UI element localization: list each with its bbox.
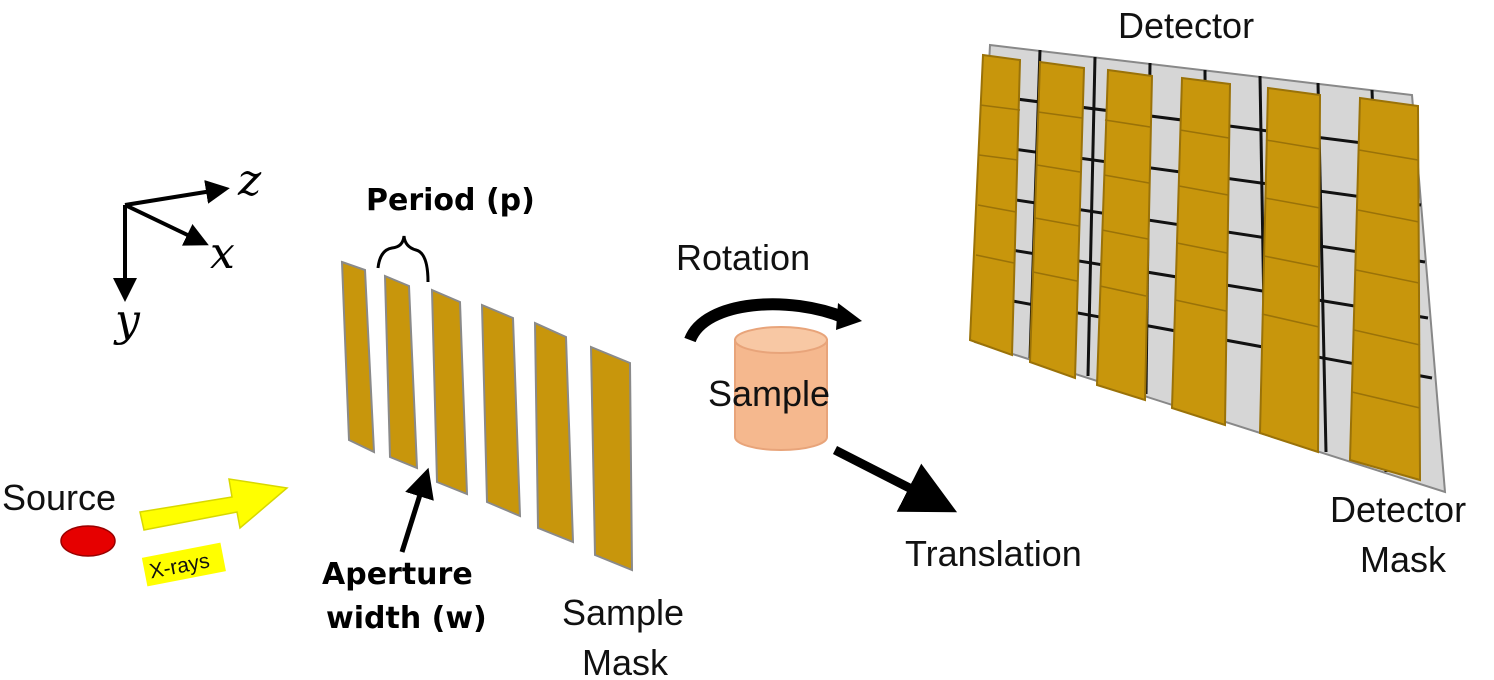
sample-mask-slat (430, 288, 469, 496)
rotation-arrowhead (836, 303, 862, 330)
sample-mask-slat (340, 260, 376, 454)
detector-mask-label-line1: Detector (1330, 489, 1466, 530)
sample-mask-label-line1: Sample (562, 592, 684, 633)
xrays-tag: X-rays (141, 542, 226, 587)
translation-arrow (832, 445, 958, 513)
period-brace (376, 235, 430, 283)
sample-mask-slat (589, 345, 634, 572)
detector (968, 43, 1447, 494)
xray-arrow (139, 478, 289, 531)
detector-mask-subdivisions (975, 104, 1421, 409)
sample-mask-slat (533, 321, 575, 544)
detector-mask-slat (1170, 76, 1232, 427)
sample-mask-label-line2: Mask (582, 642, 669, 680)
detector-mask-label-line2: Mask (1360, 539, 1447, 580)
rotation-label: Rotation (676, 237, 810, 278)
source-label: Source (2, 477, 116, 518)
sample-cylinder-top (734, 326, 828, 354)
z-axis-label: z (237, 155, 262, 206)
x-axis-arrow (124, 203, 209, 246)
sample-mask-slat (383, 274, 419, 470)
sample-mask (340, 260, 634, 572)
z-axis-arrow (124, 180, 230, 207)
sample-cylinder-body (734, 339, 828, 451)
sample-mask-slat (480, 303, 522, 518)
detector-label: Detector (1118, 5, 1254, 46)
sample-cylinder (734, 326, 828, 451)
detector-mask (968, 53, 1422, 482)
aperture-label-line2: width (w) (326, 601, 487, 636)
period-label: Period (p) (366, 183, 535, 218)
detector-mask-slat (1028, 60, 1086, 380)
aperture-label-line1: Aperture (322, 557, 473, 592)
y-axis-label: y (113, 295, 141, 346)
aperture-arrow (399, 467, 434, 553)
detector-mask-slat (968, 53, 1022, 357)
source-dot (60, 525, 116, 557)
translation-label: Translation (905, 533, 1082, 574)
rotation-arrow (684, 298, 848, 343)
detector-mask-slat (1258, 86, 1322, 454)
x-axis-label: x (210, 228, 235, 279)
coordinate-axes (113, 180, 230, 302)
xrays-tag-background (141, 542, 226, 587)
sample-label: Sample (708, 373, 830, 414)
detector-mask-slat (1348, 96, 1422, 482)
